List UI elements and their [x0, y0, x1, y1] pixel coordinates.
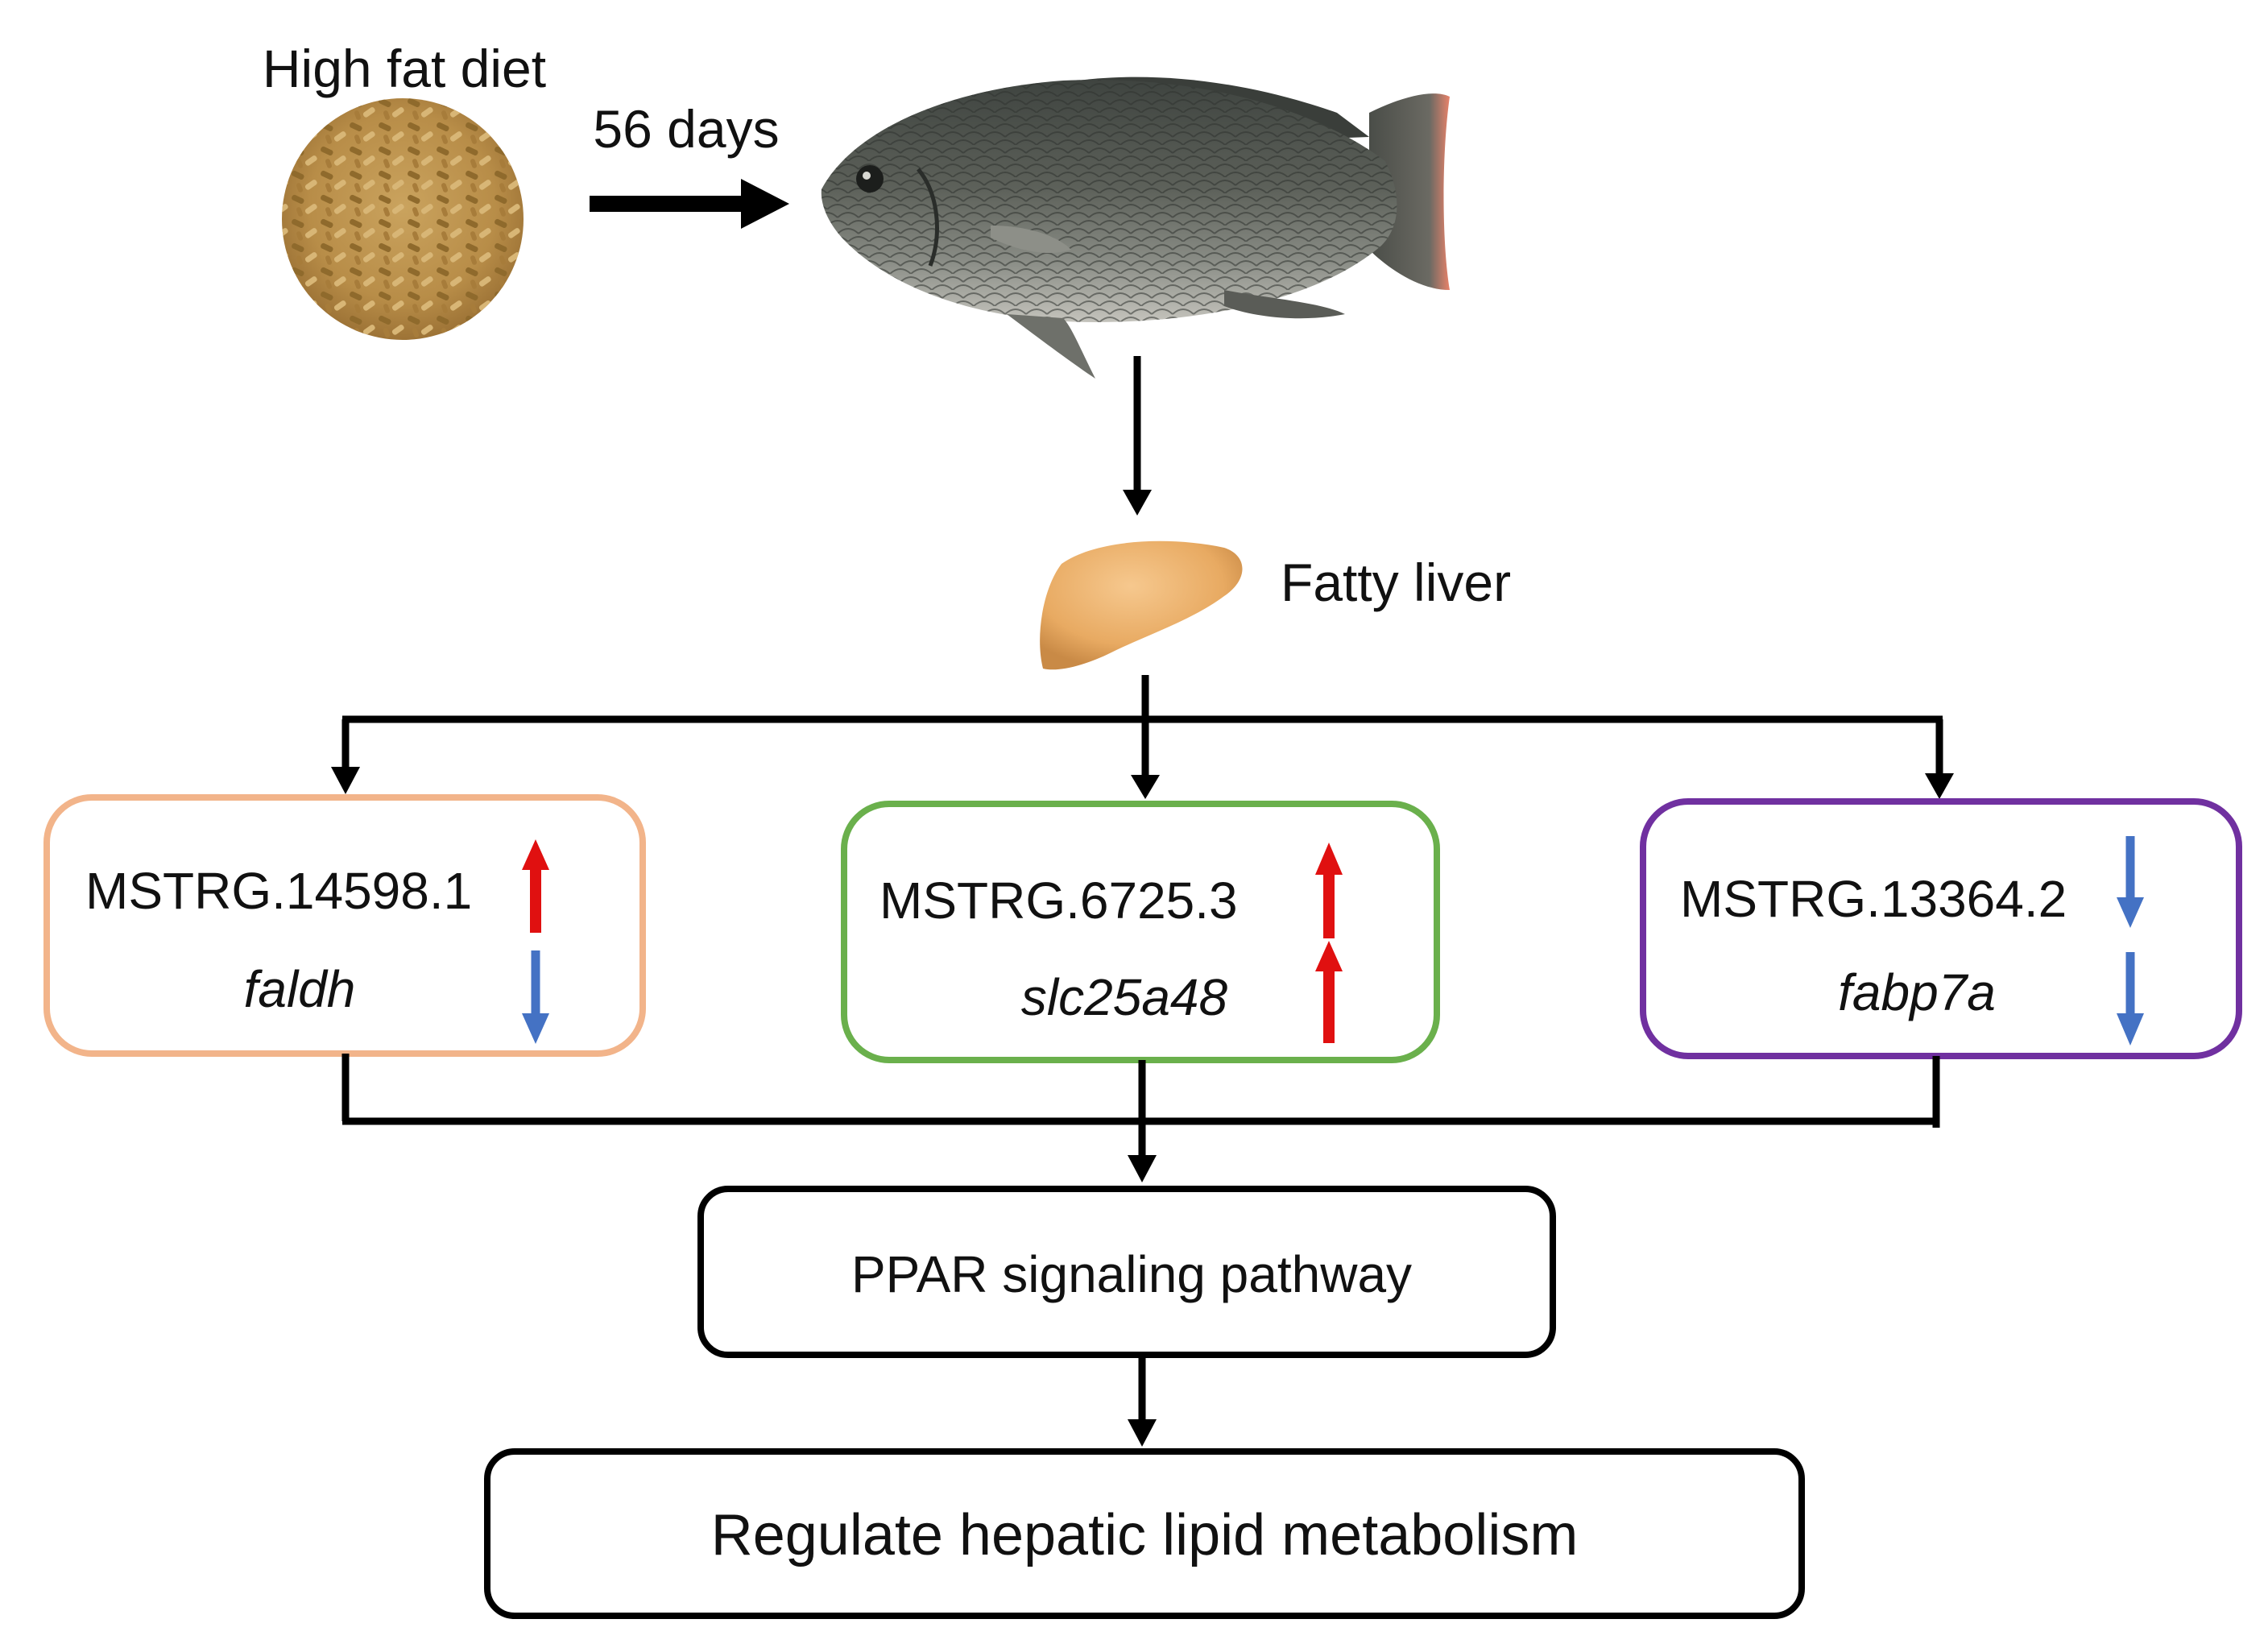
- box-3-lncrna: MSTRG.13364.2: [1680, 870, 2067, 928]
- outcome-box: Regulate hepatic lipid metabolism: [484, 1448, 1805, 1619]
- liver-branch-connector: [331, 675, 1954, 799]
- fatty-liver-image: [1040, 540, 1243, 670]
- up-arrow-icon: [1315, 941, 1343, 1043]
- pathway-box: PPAR signaling pathway: [697, 1186, 1556, 1358]
- down-arrow-icon: [2117, 952, 2144, 1046]
- fish-to-liver-arrow: [1123, 356, 1152, 516]
- box-1-gene: faldh: [244, 960, 356, 1018]
- box-2-gene: slc25a48: [1021, 968, 1228, 1026]
- diet-to-fish-arrow: [590, 179, 789, 229]
- outcome-label: Regulate hepatic lipid metabolism: [711, 1503, 1579, 1567]
- pathway-to-outcome-arrow: [1128, 1355, 1157, 1447]
- up-arrow-icon: [522, 839, 549, 933]
- feed-pellets-image: [282, 98, 524, 340]
- fatty-liver-label: Fatty liver: [1281, 553, 1511, 612]
- merge-connector: [341, 1054, 1940, 1182]
- lncrna-box-1: MSTRG.14598.1 faldh: [43, 794, 646, 1057]
- lncrna-box-3: MSTRG.13364.2 fabp7a: [1640, 798, 2242, 1059]
- tilapia-fish-image: [821, 77, 1450, 379]
- down-arrow-icon: [2117, 836, 2144, 928]
- duration-label: 56 days: [593, 99, 779, 159]
- box-3-border: [1640, 798, 2242, 1059]
- diet-label: High fat diet: [263, 39, 546, 98]
- box-1-lncrna: MSTRG.14598.1: [85, 862, 472, 920]
- pathway-label: PPAR signaling pathway: [851, 1245, 1412, 1303]
- up-arrow-icon: [1315, 843, 1343, 938]
- down-arrow-icon: [522, 950, 549, 1044]
- box-2-lncrna: MSTRG.6725.3: [879, 872, 1238, 930]
- box-3-gene: fabp7a: [1838, 963, 1996, 1021]
- lncrna-box-2: MSTRG.6725.3 slc25a48: [841, 801, 1440, 1063]
